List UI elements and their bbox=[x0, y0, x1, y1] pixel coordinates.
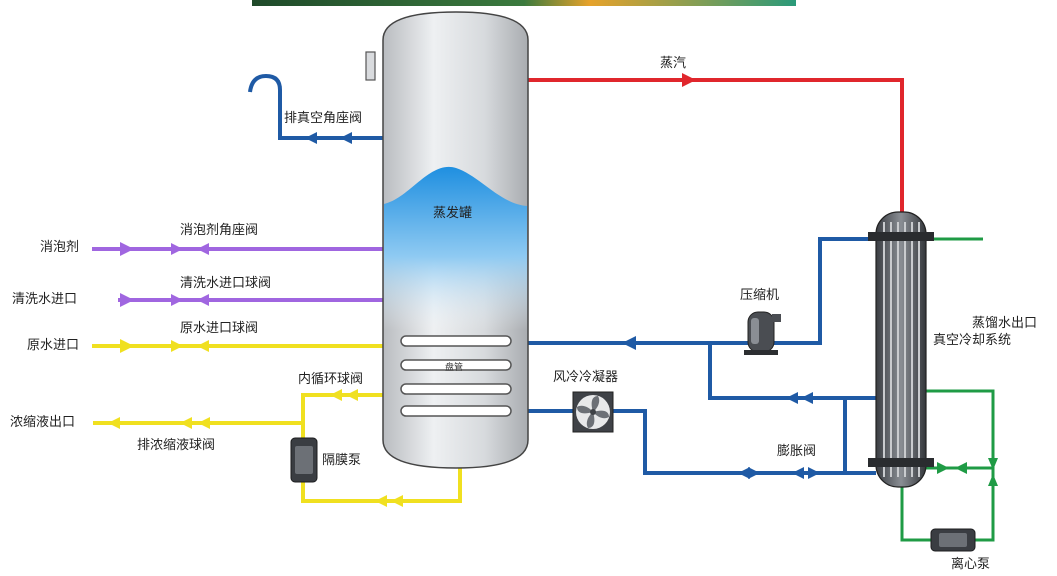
centrifugal-pump-label: 离心泵 bbox=[951, 557, 991, 572]
raw-water-line bbox=[92, 339, 383, 353]
heating-coil bbox=[400, 335, 512, 417]
vacuum-cooling-system-label: 真空冷却系统 bbox=[933, 333, 1012, 348]
diaphragm-pump-icon bbox=[290, 437, 318, 483]
coil-label: 盘管 bbox=[445, 363, 464, 373]
diaphragm-pump-label: 隔膜泵 bbox=[322, 453, 362, 468]
vacuum-cooling-heat-exchanger bbox=[868, 211, 934, 488]
expansion-valve bbox=[738, 467, 820, 479]
concentrate-outlet-line bbox=[93, 389, 383, 429]
refrigerant-lines bbox=[528, 237, 876, 475]
centrifugal-pump-icon bbox=[930, 528, 976, 552]
evaporator-tank bbox=[365, 11, 529, 469]
header-banner-strip bbox=[252, 0, 796, 6]
wash-water-valve-label: 清洗水进口球阀 bbox=[180, 276, 272, 291]
steam-label: 蒸汽 bbox=[660, 56, 687, 71]
exhaust-vacuum-valve bbox=[305, 132, 352, 144]
distilled-water-outlet-label: 蒸馏水出口 bbox=[972, 316, 1038, 331]
refrigerant-return-arrow bbox=[622, 336, 636, 350]
exhaust-valve-label: 排真空角座阀 bbox=[284, 111, 363, 126]
compressor-label: 压缩机 bbox=[740, 288, 780, 303]
air-condenser-fan-icon bbox=[572, 391, 614, 433]
steam-flow-arrow bbox=[682, 73, 696, 87]
raw-water-inlet-label: 原水进口 bbox=[27, 338, 80, 353]
bypass-valve bbox=[786, 392, 813, 404]
air-condenser-label: 风冷冷凝器 bbox=[553, 370, 619, 385]
defoamer-valve-label: 消泡剂角座阀 bbox=[180, 223, 259, 238]
wash-water-line bbox=[118, 293, 383, 307]
raw-water-valve-label: 原水进口球阀 bbox=[180, 321, 259, 336]
evaporator-label: 蒸发罐 bbox=[433, 206, 473, 221]
compressor-icon bbox=[744, 311, 781, 355]
inner-circulation-valve-label: 内循环球阀 bbox=[298, 372, 364, 387]
defoamer-inlet-label: 消泡剂 bbox=[40, 240, 80, 255]
cooling-water-arrows bbox=[937, 458, 998, 486]
defoamer-line bbox=[92, 242, 383, 256]
steam-line bbox=[528, 78, 904, 212]
exhaust-vacuum-line bbox=[248, 73, 383, 140]
wash-water-inlet-label: 清洗水进口 bbox=[12, 292, 78, 307]
expansion-valve-label: 膨胀阀 bbox=[777, 444, 817, 459]
concentrate-outlet-label: 浓缩液出口 bbox=[10, 415, 76, 430]
concentrate-valve-label: 排浓缩液球阀 bbox=[137, 438, 216, 453]
